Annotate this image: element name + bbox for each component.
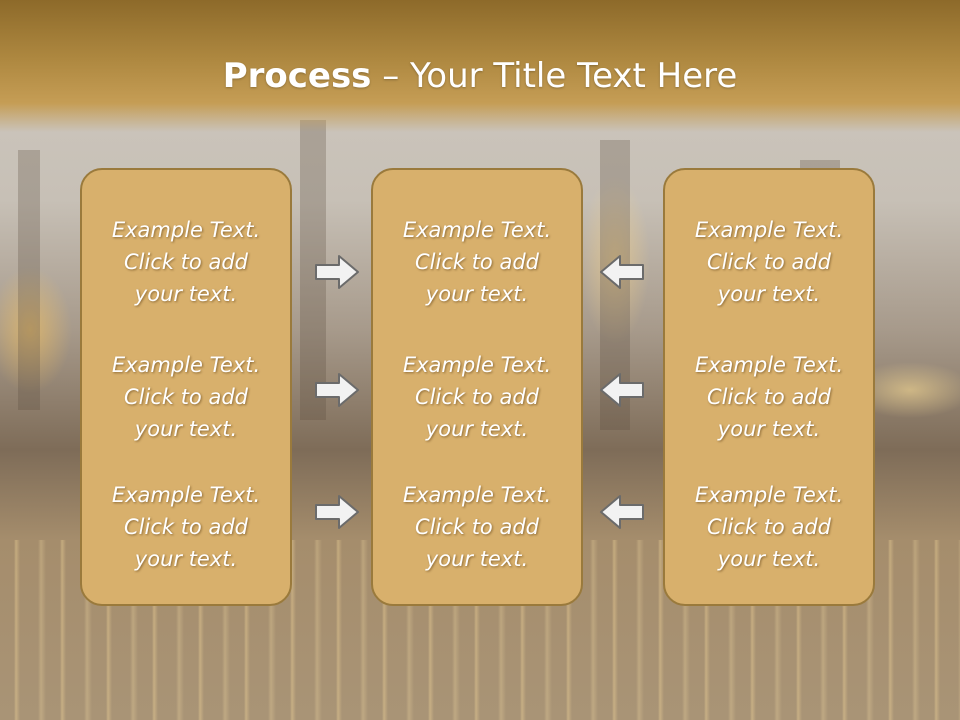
text-line: Example Text. [694,218,844,242]
slide-title[interactable]: Process – Your Title Text Here [0,56,960,96]
background-tower [18,150,40,410]
text-block[interactable]: Example Text. Click to add your text. [373,214,581,310]
text-line: your text. [425,547,529,571]
arrow-left-icon [600,495,644,529]
text-block[interactable]: Example Text. Click to add your text. [665,479,873,575]
text-block[interactable]: Example Text. Click to add your text. [82,479,290,575]
text-line: your text. [717,547,821,571]
arrow-right-icon [315,255,359,289]
text-block[interactable]: Example Text. Click to add your text. [665,214,873,310]
text-block[interactable]: Example Text. Click to add your text. [82,349,290,445]
text-line: Click to add [123,250,248,274]
text-line: Click to add [414,250,539,274]
text-line: Example Text. [111,218,261,242]
title-bold: Process [222,56,372,96]
text-line: Example Text. [694,483,844,507]
arrow-right-icon [315,495,359,529]
text-line: your text. [717,282,821,306]
text-line: Click to add [414,515,539,539]
arrow-left-icon [600,255,644,289]
text-block[interactable]: Example Text. Click to add your text. [373,479,581,575]
text-line: Example Text. [402,353,552,377]
arrow-right-icon [315,373,359,407]
text-line: your text. [134,282,238,306]
arrow-left-icon [600,373,644,407]
text-line: your text. [425,282,529,306]
title-rest: – Your Title Text Here [371,56,738,96]
text-line: Click to add [123,385,248,409]
text-line: Click to add [706,250,831,274]
process-panel-right[interactable]: Example Text. Click to add your text. Ex… [663,168,875,606]
text-block[interactable]: Example Text. Click to add your text. [373,349,581,445]
text-line: Click to add [414,385,539,409]
process-panel-center[interactable]: Example Text. Click to add your text. Ex… [371,168,583,606]
text-block[interactable]: Example Text. Click to add your text. [665,349,873,445]
text-block[interactable]: Example Text. Click to add your text. [82,214,290,310]
text-line: Example Text. [111,353,261,377]
text-line: Click to add [706,385,831,409]
title-band [0,0,960,132]
text-line: Click to add [706,515,831,539]
text-line: your text. [134,547,238,571]
text-line: your text. [425,417,529,441]
text-line: your text. [134,417,238,441]
text-line: your text. [717,417,821,441]
text-line: Example Text. [111,483,261,507]
process-panel-left[interactable]: Example Text. Click to add your text. Ex… [80,168,292,606]
text-line: Example Text. [694,353,844,377]
text-line: Example Text. [402,218,552,242]
text-line: Example Text. [402,483,552,507]
text-line: Click to add [123,515,248,539]
